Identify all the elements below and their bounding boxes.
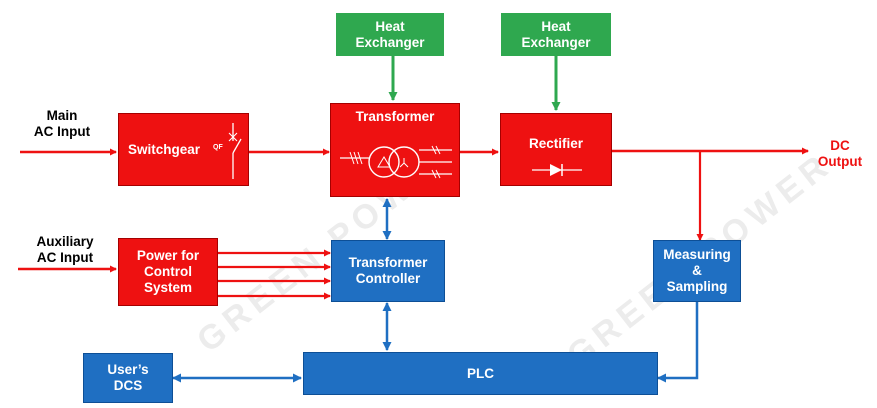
measuring-sampling-block: Measuring & Sampling <box>653 240 741 302</box>
switchgear-block: Switchgear QF <box>118 113 249 186</box>
diode-symbol-icon <box>532 164 582 176</box>
heat-exchanger-1-block: Heat Exchanger <box>336 13 444 56</box>
auxiliary-ac-input-label: Auxiliary AC Input <box>36 234 94 265</box>
users-dcs-block: User’s DCS <box>83 353 173 403</box>
switchgear-label: Switchgear <box>128 141 201 157</box>
plc-block: PLC <box>303 352 658 395</box>
transformer-symbol-icon <box>340 145 452 179</box>
switchgear-qf-tag: QF <box>213 144 223 151</box>
transformer-controller-block: Transformer Controller <box>331 240 445 302</box>
breaker-symbol-icon <box>228 123 242 179</box>
rectifier-label: Rectifier <box>528 136 584 151</box>
heat-exchanger-2-block: Heat Exchanger <box>501 13 611 56</box>
arrow-measuring-to-plc <box>657 302 699 383</box>
transformer-block: Transformer <box>330 103 460 197</box>
main-ac-input-label: Main AC Input <box>33 108 91 139</box>
transformer-label: Transformer <box>355 109 435 124</box>
dc-output-label: DC Output <box>817 138 863 169</box>
rectifier-block: Rectifier <box>500 113 612 186</box>
power-for-control-system-block: Power for Control System <box>118 238 218 306</box>
